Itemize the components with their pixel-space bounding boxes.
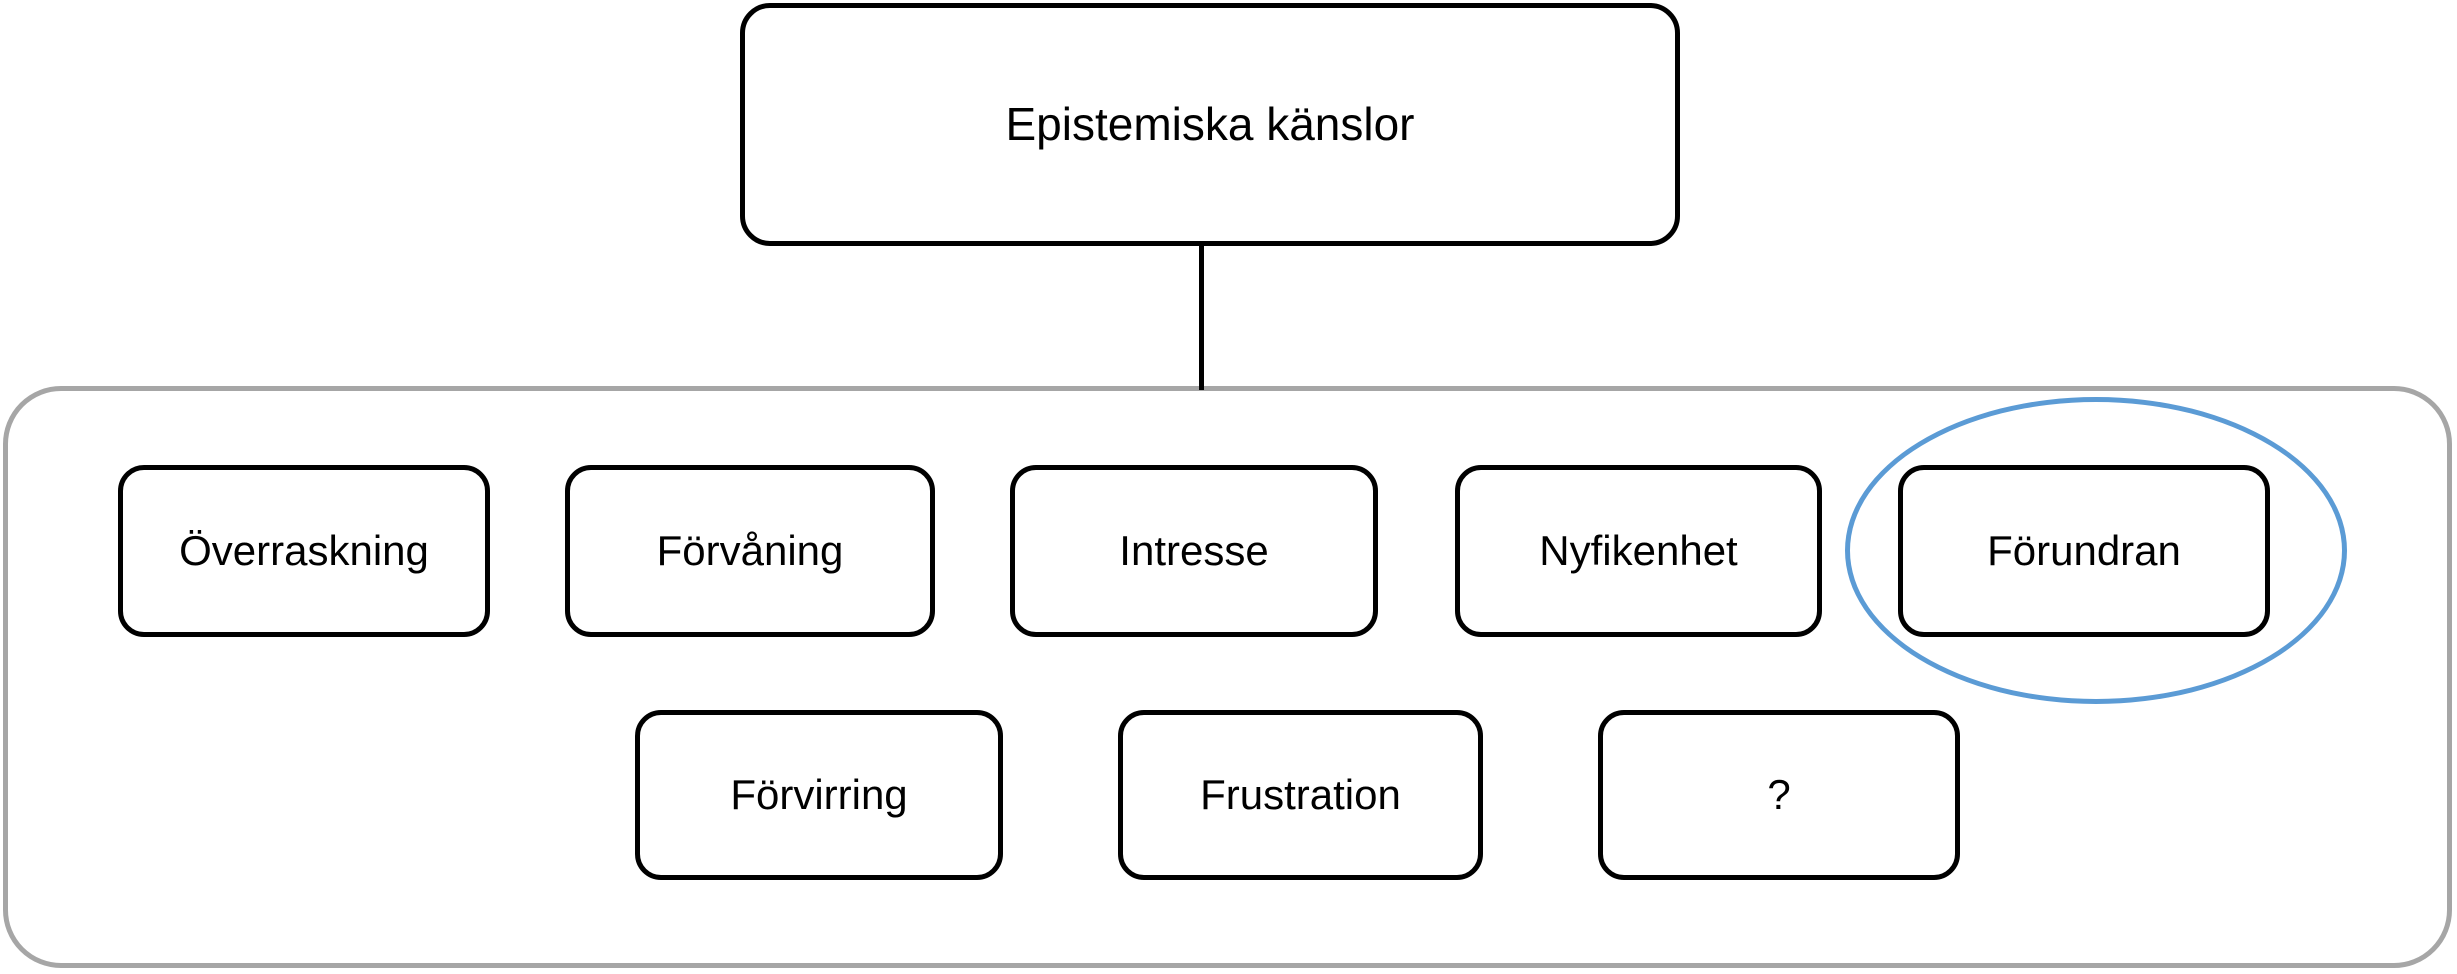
root-node-label: Epistemiska känslor xyxy=(1005,98,1415,151)
node-overraskning-label: Överraskning xyxy=(179,526,429,574)
node-forundran[interactable]: Förundran xyxy=(1898,465,2270,637)
node-frustration-label: Frustration xyxy=(1200,770,1401,818)
group-container xyxy=(3,386,2452,968)
connector-line-root-to-group xyxy=(1199,244,1204,390)
node-intresse[interactable]: Intresse xyxy=(1010,465,1378,637)
root-node-epistemiska-kanslor[interactable]: Epistemiska känslor xyxy=(740,3,1680,246)
node-intresse-label: Intresse xyxy=(1119,526,1269,574)
node-nyfikenhet[interactable]: Nyfikenhet xyxy=(1455,465,1822,637)
node-forvirring[interactable]: Förvirring xyxy=(635,710,1003,880)
node-unknown-placeholder[interactable]: ? xyxy=(1598,710,1960,880)
node-forvaning-label: Förvåning xyxy=(656,526,844,574)
node-overraskning[interactable]: Överraskning xyxy=(118,465,490,637)
node-forvaning[interactable]: Förvåning xyxy=(565,465,935,637)
node-forundran-label: Förundran xyxy=(1987,526,2181,574)
highlight-ellipse-forundran xyxy=(1845,397,2347,704)
node-forvirring-label: Förvirring xyxy=(730,770,908,818)
node-unknown-label: ? xyxy=(1767,770,1791,818)
node-frustration[interactable]: Frustration xyxy=(1118,710,1483,880)
node-nyfikenhet-label: Nyfikenhet xyxy=(1539,526,1738,574)
